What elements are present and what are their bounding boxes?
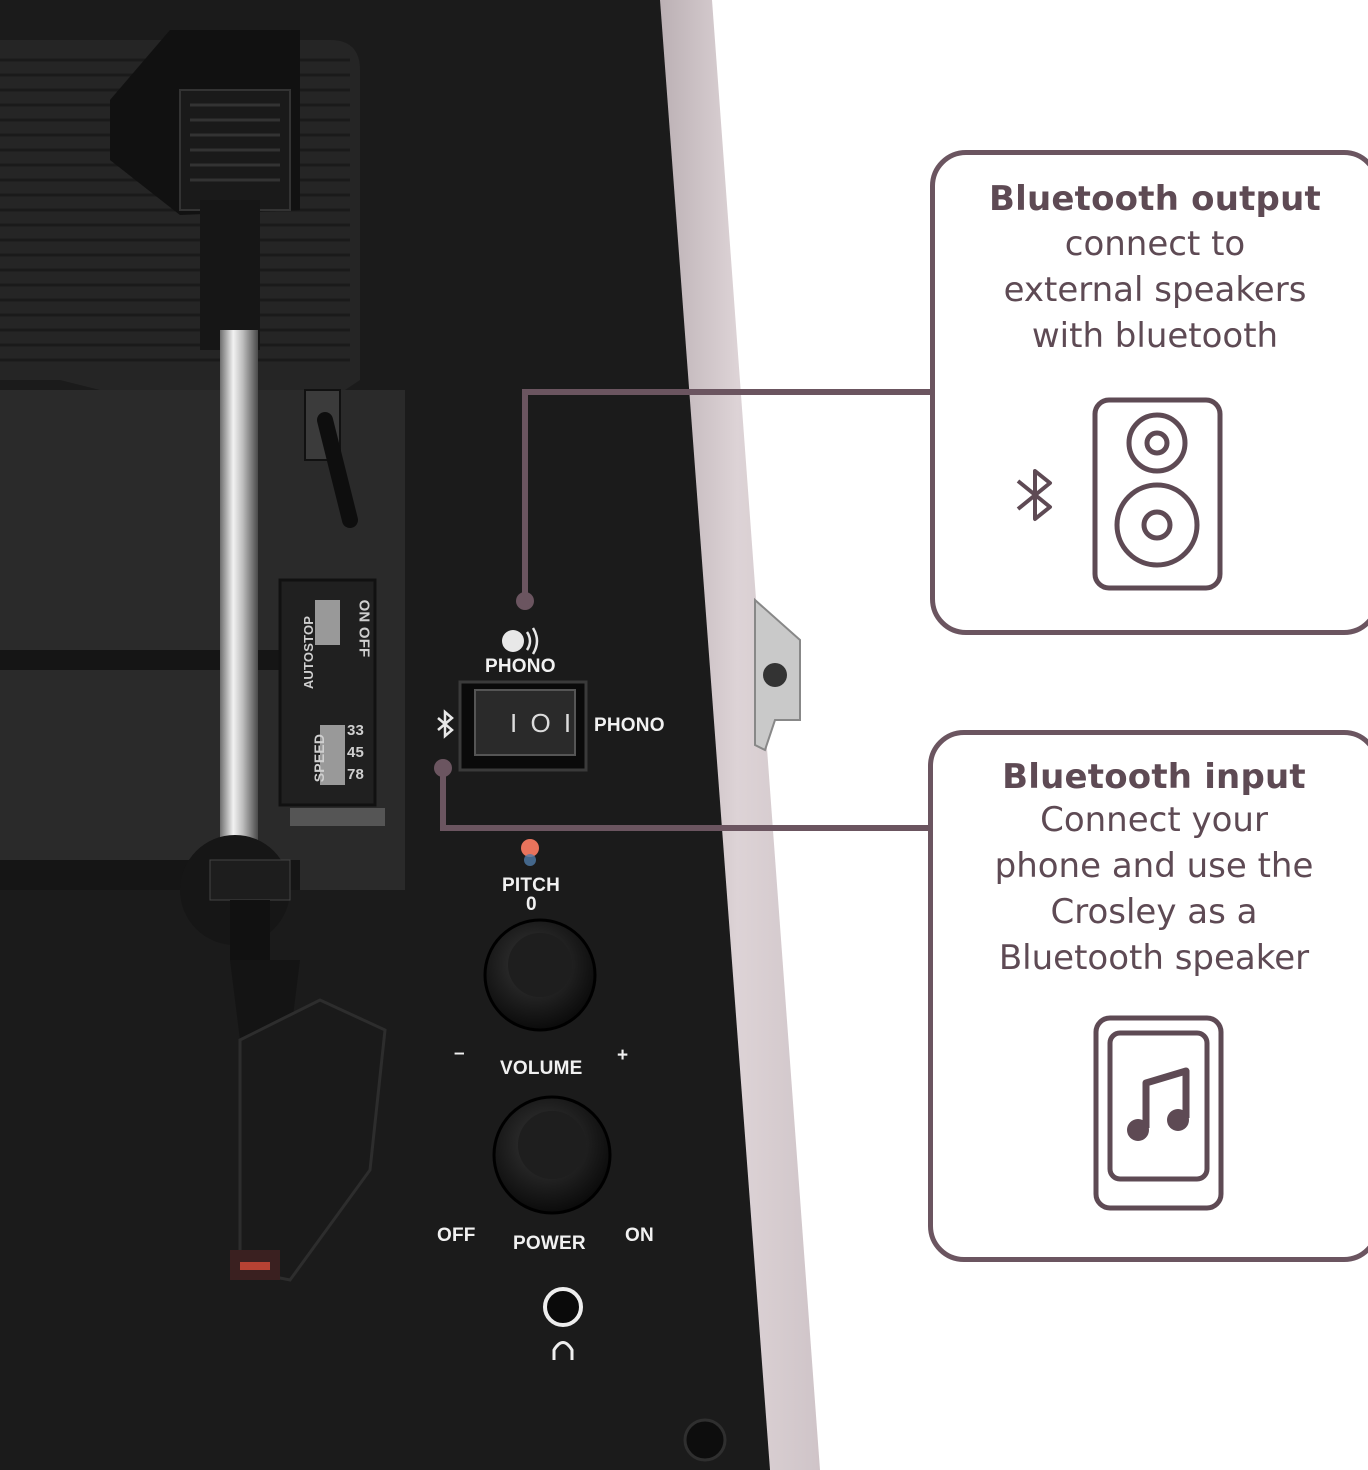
volume-plus-label: + [617,1045,629,1066]
speed-33-label: 33 [347,722,365,739]
tonearm-tube [220,330,258,890]
power-on-label: ON [625,1225,654,1246]
bluetooth-input-line: Crosley as a [1050,892,1258,932]
bluetooth-input-title: Bluetooth input [1002,757,1306,797]
case-edge [655,0,820,1470]
bluetooth-input-line: phone and use the [994,846,1314,886]
pitch-led [521,839,539,857]
bluetooth-output-line: with bluetooth [1031,316,1279,356]
bluetooth-small-icon [437,709,454,739]
switch-right-label: PHONO [594,715,665,736]
pitch-label: PITCH [502,875,560,896]
bluetooth-output-body: connect to external speakers with blueto… [935,221,1368,359]
bluetooth-input-body: Connect your phone and use the Crosley a… [933,797,1368,981]
power-label: POWER [513,1233,586,1254]
autostop-label: AUTOSTOP [301,615,317,690]
connector-lines [440,389,935,831]
headphone-icon [552,1341,574,1360]
bluetooth-input-callout: Bluetooth input Connect your phone and u… [928,730,1368,1262]
pitch-zero-label: 0 [526,894,537,915]
bluetooth-output-line: connect to [1064,224,1246,264]
volume-minus-label: – [454,1043,465,1064]
speed-label: SPEED [311,733,328,783]
switch-symbol: I O I [510,708,575,738]
autostop-states-label: ON OFF [355,599,373,658]
volume-label: VOLUME [500,1058,583,1079]
bluetooth-icon [1016,469,1052,521]
bluetooth-output-callout: Bluetooth output connect to external spe… [930,150,1368,635]
bluetooth-output-line: external speakers [1003,270,1307,310]
switch-top-label: PHONO [485,656,556,677]
phone-music-icon [1093,1015,1224,1211]
speed-78-label: 78 [347,766,365,783]
power-off-label: OFF [437,1225,476,1246]
speaker-icon [1092,397,1223,591]
bluetooth-input-line: Connect your [1040,800,1268,840]
speed-45-label: 45 [347,744,365,761]
headphone-jack [543,1287,583,1327]
bluetooth-input-line: Bluetooth speaker [998,938,1310,978]
bluetooth-output-title: Bluetooth output [989,179,1321,219]
